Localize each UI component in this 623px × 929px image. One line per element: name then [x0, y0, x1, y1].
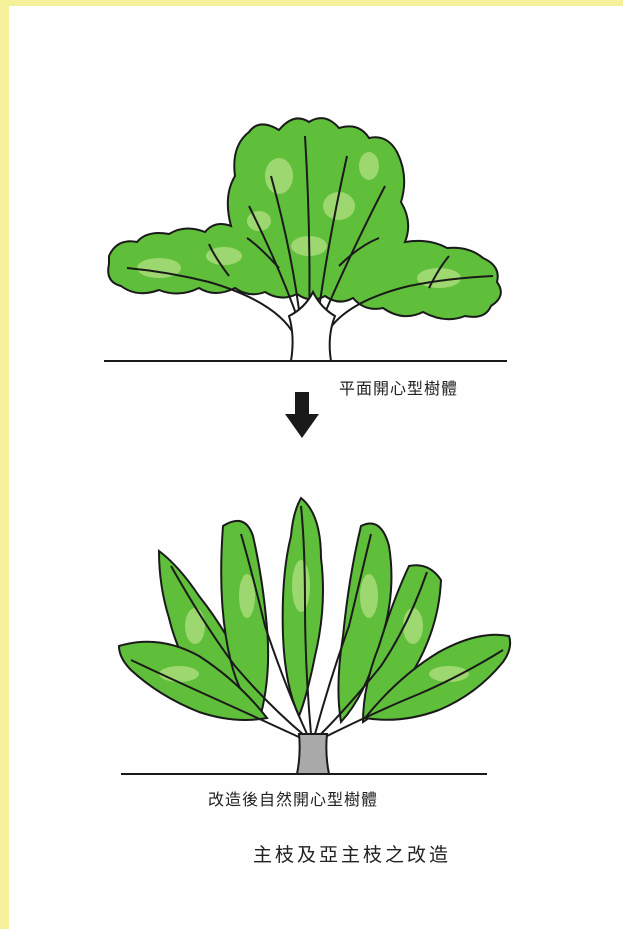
figure-title: 主枝及亞主枝之改造 — [253, 840, 451, 867]
top-tree-trunk — [289, 292, 335, 361]
caption-after: 改造後自然開心型樹體 — [208, 786, 378, 810]
natural-open-center-tree — [119, 498, 510, 774]
bottom-tree-trunk — [297, 734, 329, 774]
caption-before: 平面開心型樹體 — [339, 375, 458, 399]
figure-page: 平面開心型樹體 改造後自然開心型樹體 主枝及亞主枝之改造 — [9, 6, 623, 929]
down-arrow-icon — [285, 392, 319, 438]
top-tree-canopy — [108, 118, 501, 319]
flat-open-center-tree — [104, 118, 507, 361]
bottom-tree-foliage — [119, 498, 510, 722]
